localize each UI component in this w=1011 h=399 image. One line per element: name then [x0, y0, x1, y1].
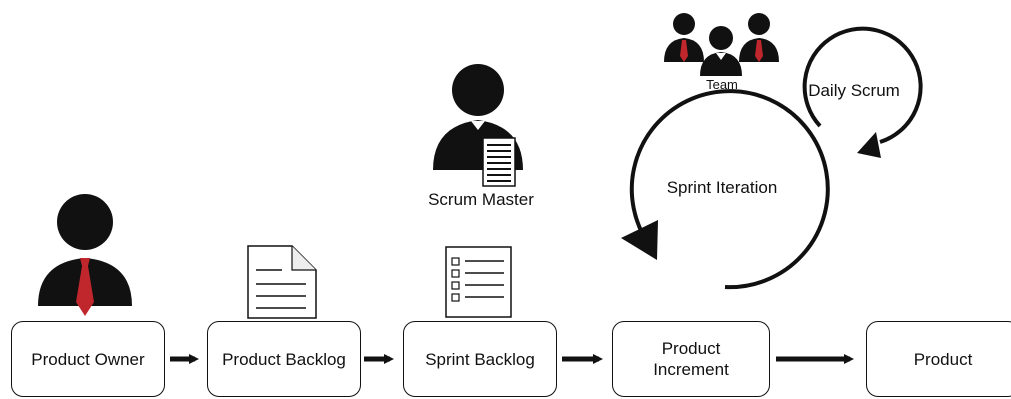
team-icon — [664, 13, 779, 76]
scrum-master-label: Scrum Master — [428, 190, 534, 209]
daily-scrum-label: Daily Scrum — [808, 81, 900, 100]
sprint-backlog-label: Sprint Backlog — [425, 349, 535, 369]
product-increment-label: Product Increment — [653, 339, 729, 379]
product-owner-box: Product Owner — [11, 321, 165, 397]
sprint-iteration-label: Sprint Iteration — [666, 178, 778, 197]
sprint-backlog-box: Sprint Backlog — [403, 321, 557, 397]
daily-scrum-cycle-arrow-icon — [802, 26, 923, 158]
clipboard-icon — [482, 137, 516, 187]
product-box: Product — [866, 321, 1011, 397]
product-backlog-label: Product Backlog — [222, 349, 346, 369]
team-label: Team — [706, 77, 738, 92]
sprint-iteration-cycle-arrow-icon — [621, 89, 830, 290]
product-owner-label: Product Owner — [31, 349, 145, 369]
product-owner-person-icon — [38, 194, 132, 316]
product-label: Product — [913, 349, 973, 369]
document-icon — [247, 245, 317, 319]
checklist-icon — [445, 246, 512, 318]
product-increment-box: Product Increment — [612, 321, 770, 397]
red-tie-icon — [76, 258, 94, 316]
product-backlog-box: Product Backlog — [207, 321, 361, 397]
scrum-master-person-icon — [433, 64, 523, 187]
